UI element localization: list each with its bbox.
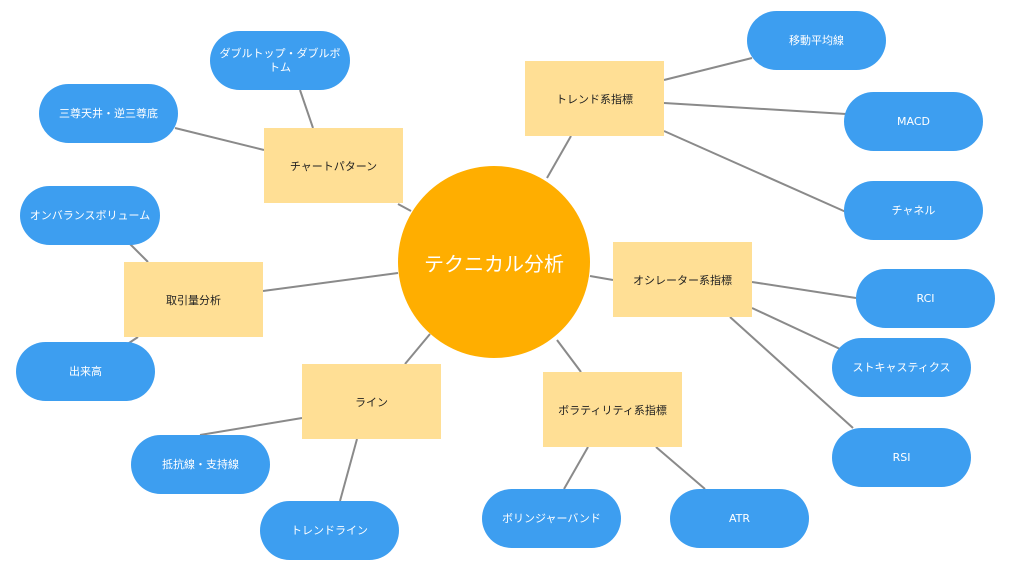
connector-center-line — [404, 333, 431, 365]
leaf-channel[interactable]: チャネル — [844, 181, 983, 240]
connector-line-sr — [199, 417, 303, 436]
leaf-stochastics[interactable]: ストキャスティクス — [832, 338, 971, 397]
connector-center-volume — [262, 272, 399, 292]
connector-trend-ma — [663, 57, 753, 81]
connector-vol-bb — [563, 446, 589, 490]
branch-chart-patterns[interactable]: チャートパターン — [264, 128, 403, 203]
connector-center-osc — [589, 275, 614, 281]
branch-oscillator-indicators[interactable]: オシレーター系指標 — [613, 242, 752, 317]
branch-trend-indicators[interactable]: トレンド系指標 — [525, 61, 664, 136]
leaf-macd[interactable]: MACD — [844, 92, 983, 151]
leaf-rsi[interactable]: RSI — [832, 428, 971, 487]
connector-osc-stoch — [751, 307, 841, 350]
leaf-on-balance-volume[interactable]: オンバランスボリューム — [20, 186, 160, 245]
center-node[interactable]: テクニカル分析 — [398, 166, 590, 358]
branch-volatility-indicators[interactable]: ボラティリティ系指標 — [543, 372, 682, 447]
leaf-bollinger-band[interactable]: ボリンジャーバンド — [482, 489, 621, 548]
connector-chart-dt — [299, 89, 314, 129]
branch-lines[interactable]: ライン — [302, 364, 441, 439]
connector-chart-hs — [174, 127, 265, 151]
connector-vol-atr — [655, 446, 706, 490]
connector-trend-macd — [663, 102, 847, 115]
connector-center-vol — [556, 339, 582, 373]
leaf-trading-volume[interactable]: 出来高 — [16, 342, 155, 401]
leaf-trendline[interactable]: トレンドライン — [260, 501, 399, 560]
leaf-atr[interactable]: ATR — [670, 489, 809, 548]
leaf-moving-average[interactable]: 移動平均線 — [747, 11, 886, 70]
connector-osc-rsi — [729, 316, 854, 429]
connector-center-trend — [546, 135, 572, 179]
leaf-rci[interactable]: RCI — [856, 269, 995, 328]
branch-volume-analysis[interactable]: 取引量分析 — [124, 262, 263, 337]
connector-center-chart — [397, 203, 412, 212]
connector-line-tl — [339, 438, 358, 502]
connector-volume-obv — [129, 243, 149, 263]
leaf-resistance-support[interactable]: 抵抗線・支持線 — [131, 435, 270, 494]
connector-trend-channel — [663, 130, 847, 213]
leaf-double-top-bottom[interactable]: ダブルトップ・ダブルボトム — [210, 31, 350, 90]
connector-osc-rci — [751, 281, 857, 299]
leaf-head-and-shoulders[interactable]: 三尊天井・逆三尊底 — [39, 84, 178, 143]
